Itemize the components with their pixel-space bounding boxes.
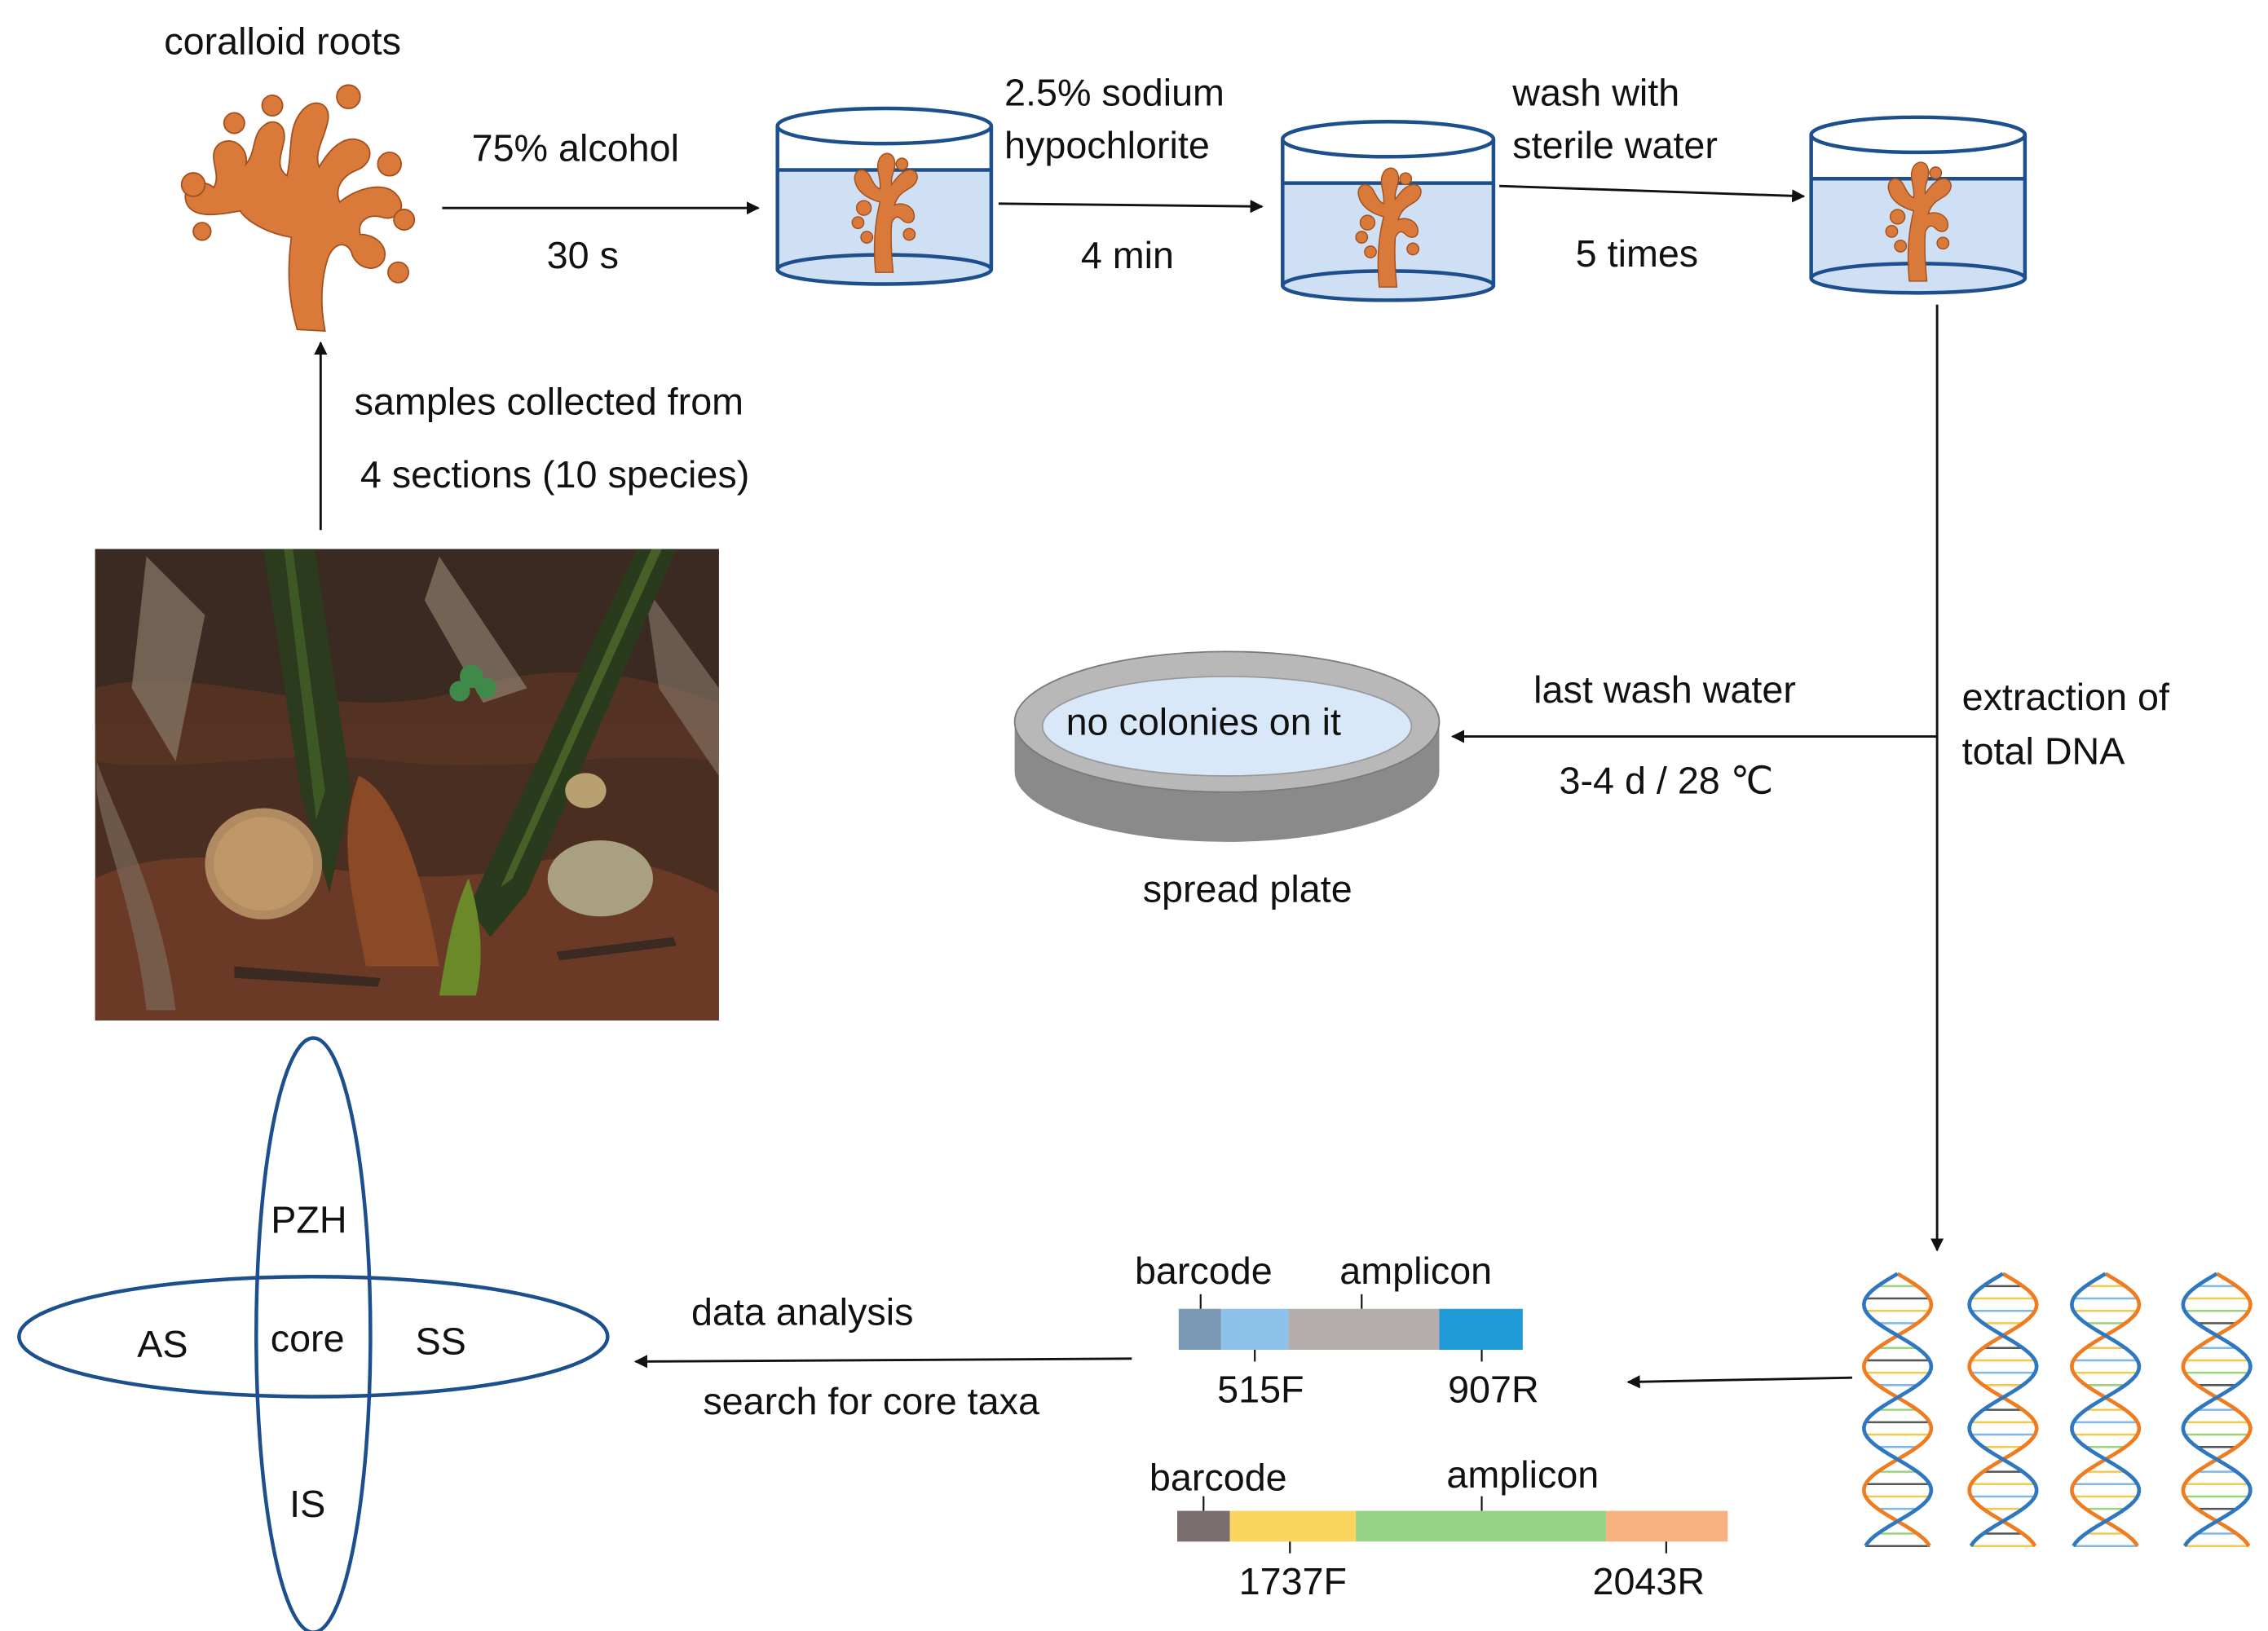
- amplicon-segment: [1288, 1308, 1440, 1351]
- wash-times: 5 times: [1576, 232, 1698, 275]
- hypochlorite-time: 4 min: [1081, 234, 1174, 276]
- forward-primer-label: 515F: [1217, 1369, 1304, 1411]
- dna-helix: [1861, 1272, 1934, 1547]
- hypochlorite-label-2: hypochlorite: [1004, 124, 1210, 166]
- barcode-segment: [1176, 1510, 1230, 1542]
- beaker-alcohol: [775, 106, 994, 286]
- venn-label-ss: SS: [415, 1320, 466, 1362]
- forward-primer-segment: [1229, 1510, 1357, 1542]
- beaker-sterile-water: [1809, 115, 2028, 295]
- spread-plate-label: spread plate: [1143, 867, 1352, 910]
- extraction-label-2: total DNA: [1962, 730, 2126, 773]
- forward-primer-segment: [1220, 1308, 1289, 1351]
- samples-label-1: samples collected from: [355, 380, 743, 422]
- coralloid-roots-label: coralloid roots: [164, 20, 401, 63]
- arrow-wash: [1499, 184, 1806, 203]
- alcohol-label: 75% alcohol: [472, 127, 679, 170]
- data-analysis-label: data analysis: [691, 1291, 914, 1333]
- venn-ellipse-vertical: [254, 1036, 373, 1631]
- reverse-primer-segment: [1606, 1510, 1728, 1542]
- barcode-label: barcode: [1149, 1456, 1287, 1498]
- barcode-label: barcode: [1135, 1250, 1273, 1292]
- venn-label-as: AS: [137, 1323, 188, 1365]
- dna-helix-group: [1861, 1272, 2253, 1547]
- venn-label-pzh: PZH: [271, 1198, 346, 1241]
- coralloid-root-sample: [180, 84, 416, 332]
- core-taxa-label: search for core taxa: [703, 1380, 1039, 1422]
- beaker-hypochlorite: [1281, 119, 1496, 302]
- venn-label-is: IS: [289, 1483, 325, 1525]
- hypochlorite-label-1: 2.5% sodium: [1004, 71, 1224, 113]
- barcode-segment: [1178, 1308, 1221, 1351]
- alcohol-time: 30 s: [547, 234, 619, 276]
- spread-plate: [1013, 650, 1441, 842]
- wash-label-1: wash with: [1511, 71, 1679, 113]
- reverse-primer-label: 907R: [1448, 1369, 1539, 1411]
- arrow-dna-to-amplicon: [1626, 1375, 1852, 1389]
- amplicon-label: amplicon: [1446, 1453, 1599, 1496]
- forward-primer-label: 1737F: [1239, 1560, 1347, 1602]
- extraction-label-1: extraction of: [1962, 676, 2170, 718]
- wash-label-2: sterile water: [1512, 124, 1718, 166]
- dna-helix: [1967, 1272, 2039, 1547]
- samples-label-2: 4 sections (10 species): [360, 453, 749, 496]
- dna-helix: [2181, 1272, 2253, 1547]
- dna-helix: [2069, 1272, 2142, 1547]
- venn-diagram: PZH AS core SS IS: [17, 1036, 610, 1631]
- amplicon-16s: barcode amplicon 515F 907R: [1135, 1250, 1539, 1410]
- arrow-hypochlorite: [998, 200, 1264, 214]
- venn-label-core: core: [271, 1317, 345, 1360]
- last-wash-label: last wash water: [1533, 668, 1796, 711]
- amplicon-segment: [1356, 1510, 1607, 1542]
- venn-ellipse-horizontal: [17, 1274, 610, 1399]
- reverse-primer-label: 2043R: [1593, 1560, 1705, 1602]
- arrow-data-analysis: [633, 1355, 1132, 1369]
- no-colonies-label: no colonies on it: [1066, 701, 1341, 743]
- incubation-label: 3-4 d / 28 ℃: [1560, 760, 1774, 802]
- amplicon-its: barcode amplicon 1737F 2043R: [1149, 1453, 1728, 1602]
- field-sample-photo: [95, 549, 719, 1020]
- reverse-primer-segment: [1439, 1308, 1523, 1351]
- amplicon-label: amplicon: [1339, 1250, 1492, 1292]
